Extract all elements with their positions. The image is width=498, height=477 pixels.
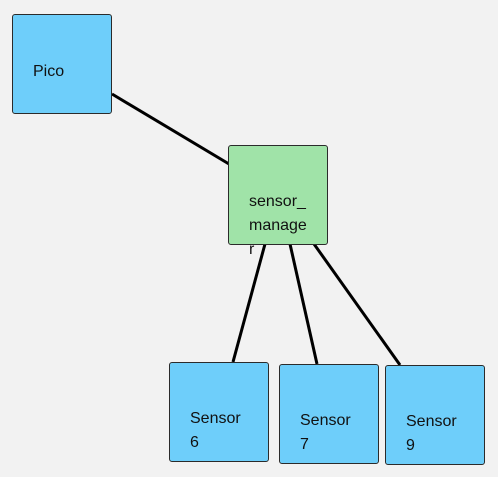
node-sensor-manager[interactable]: sensor_ manage r (228, 145, 328, 258)
node-sensor-6[interactable]: Sensor 6 (169, 362, 269, 462)
node-sensor-9[interactable]: Sensor 9 (385, 365, 485, 465)
edge-pico-manager (111, 92, 230, 166)
node-sensor-manager-label: sensor_ manage r (249, 193, 307, 258)
node-sensor-7-label: Sensor 7 (300, 412, 351, 453)
node-pico[interactable]: Pico (12, 14, 112, 114)
node-sensor-6-label: Sensor 6 (190, 410, 241, 451)
node-sensor-9-label: Sensor 9 (406, 413, 457, 454)
edge-manager-s7 (288, 243, 319, 365)
edge-manager-s6 (231, 243, 267, 363)
node-pico-label: Pico (33, 63, 65, 80)
node-sensor-7[interactable]: Sensor 7 (279, 364, 379, 464)
edge-manager-s9 (312, 243, 402, 366)
